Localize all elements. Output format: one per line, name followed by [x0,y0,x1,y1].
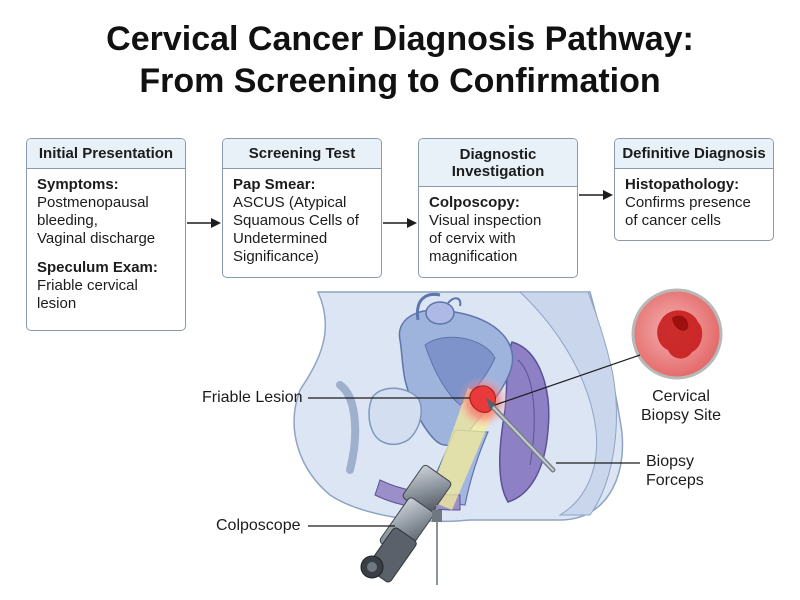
step-text: Significance) [233,248,319,265]
step-text: of cancer cells [625,212,721,229]
step-label: Pap Smear: [233,176,316,193]
step-text: Visual inspection [429,212,542,229]
diagram-title: Cervical Cancer Diagnosis Pathway: From … [0,18,800,102]
label-biopsy-forceps: Biopsy Forceps [646,452,704,490]
flow-arrow-2 [383,218,417,228]
label-line: Forceps [646,472,704,489]
bladder [368,387,422,446]
leader-biopsy-site [494,354,641,406]
step-text: Friable cervical [37,277,138,294]
label-cervical-biopsy-site: Cervical Biopsy Site [636,387,726,425]
step-label: Speculum Exam: [37,259,158,276]
step-text: Squamous Cells of [233,212,359,229]
label-line: Biopsy Site [640,407,722,424]
ovary [425,301,455,325]
step-box-definitive-diagnosis: Definitive Diagnosis Histopathology: Con… [614,138,774,241]
step-label: Symptoms: [37,176,119,193]
title-line-1: Cervical Cancer Diagnosis Pathway: [106,20,694,58]
step-text: magnification [429,248,518,265]
label-friable-lesion: Friable Lesion [202,389,303,406]
step-text: ASCUS (Atypical [233,194,347,211]
label-line: Cervical [652,388,710,405]
step-label: Histopathology: [625,176,740,193]
step-text: Confirms presence [625,194,751,211]
step-box-diagnostic-investigation: Diagnostic Investigation Colposcopy: Vis… [418,138,578,278]
label-line: Biopsy [646,453,695,470]
title-line-2: From Screening to Confirmation [139,62,661,100]
step-header: Definitive Diagnosis [615,139,773,169]
label-colposcope: Colposcope [216,517,301,534]
pubic-bone [336,381,360,474]
step-box-initial-presentation: Initial Presentation Symptoms: Postmenop… [26,138,186,331]
step-text: lesion [37,295,77,312]
step-text: Postmenopausal [37,194,149,211]
step-header: Screening Test [223,139,381,169]
step-box-screening-test: Screening Test Pap Smear: ASCUS (Atypica… [222,138,382,278]
back-tissue [518,291,617,516]
step-label: Colposcopy: [429,194,520,211]
step-header: Initial Presentation [27,139,185,169]
step-text: Vaginal discharge [37,230,156,247]
step-text: bleeding, [37,212,98,229]
fallopian-tube [415,292,441,321]
step-header: Diagnostic Investigation [419,139,577,187]
colposcope [360,464,452,585]
flow-arrow-1 [187,218,221,228]
step-text: of cervix with [429,230,516,247]
flow-arrow-3 [579,190,613,200]
step-text: Undetermined [233,230,328,247]
zoom-lesion [657,310,703,359]
